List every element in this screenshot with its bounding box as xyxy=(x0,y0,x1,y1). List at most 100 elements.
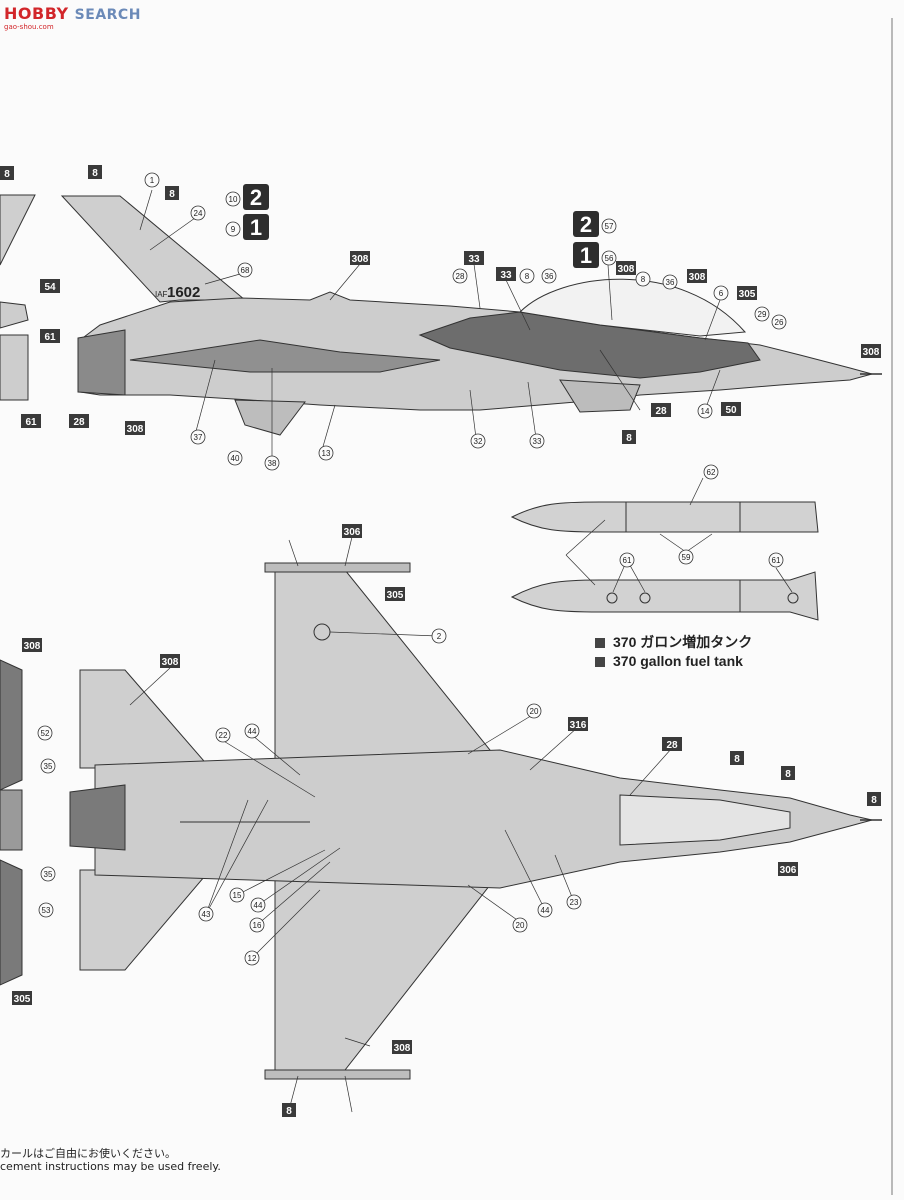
serial-prefix: IAF xyxy=(155,290,168,299)
circle-callout: 16 xyxy=(249,917,265,933)
fuel-tank-views xyxy=(510,501,819,621)
box-callout: 8 xyxy=(0,166,14,180)
svg-text:13: 13 xyxy=(322,449,331,458)
sequence-badge: 1 xyxy=(243,214,269,240)
box-callout: 308 xyxy=(616,261,636,275)
svg-text:6: 6 xyxy=(719,289,724,298)
circle-callout: 8 xyxy=(519,268,535,284)
circle-callout: 20 xyxy=(526,703,542,719)
circle-callout: 15 xyxy=(229,887,245,903)
circle-callout: 20 xyxy=(512,917,528,933)
svg-text:2: 2 xyxy=(437,632,442,641)
partial-planform-mid xyxy=(0,789,23,851)
svg-text:1: 1 xyxy=(150,176,155,185)
svg-text:44: 44 xyxy=(541,906,550,915)
svg-text:308: 308 xyxy=(394,1043,411,1054)
watermark-logo: HOBBY SEARCH xyxy=(4,4,141,23)
svg-text:8: 8 xyxy=(641,275,646,284)
circle-callout: 14 xyxy=(697,403,713,419)
circle-callout: 23 xyxy=(566,894,582,910)
side-tail-fin xyxy=(60,195,247,303)
svg-text:61: 61 xyxy=(25,417,37,428)
svg-text:305: 305 xyxy=(739,289,756,300)
svg-text:61: 61 xyxy=(772,556,781,565)
side-view xyxy=(60,195,882,436)
circle-callout: 9 xyxy=(225,221,241,237)
box-callout: 50 xyxy=(721,402,741,416)
box-callout: 33 xyxy=(464,251,484,265)
svg-text:24: 24 xyxy=(194,209,203,218)
box-callout: 308 xyxy=(350,251,370,265)
box-callout: 305 xyxy=(385,587,405,601)
svg-text:32: 32 xyxy=(474,437,483,446)
svg-text:33: 33 xyxy=(533,437,542,446)
svg-text:43: 43 xyxy=(202,910,211,919)
top-canopy xyxy=(619,794,791,846)
svg-text:15: 15 xyxy=(233,891,242,900)
roundel-2 xyxy=(639,592,651,604)
svg-text:35: 35 xyxy=(44,762,53,771)
svg-text:33: 33 xyxy=(500,270,512,281)
circle-callout: 36 xyxy=(662,274,678,290)
svg-text:36: 36 xyxy=(666,278,675,287)
svg-text:8: 8 xyxy=(734,754,740,765)
box-callout: 306 xyxy=(342,524,362,538)
circle-callout: 62 xyxy=(703,464,719,480)
circle-callout: 28 xyxy=(452,268,468,284)
svg-text:28: 28 xyxy=(73,417,85,428)
svg-text:308: 308 xyxy=(127,424,144,435)
svg-text:57: 57 xyxy=(605,222,614,231)
box-callout: 316 xyxy=(568,717,588,731)
circle-callout: 29 xyxy=(754,306,770,322)
circle-callout: 2 xyxy=(431,628,447,644)
fuel-tank-upper xyxy=(510,501,819,533)
top-wingtip-rail-upper xyxy=(264,562,411,573)
svg-text:50: 50 xyxy=(725,405,737,416)
box-callout: 308 xyxy=(861,344,881,358)
svg-text:8: 8 xyxy=(626,433,632,444)
svg-text:52: 52 xyxy=(41,729,50,738)
svg-text:38: 38 xyxy=(268,459,277,468)
fuel-tank-text-en: 370 gallon fuel tank xyxy=(613,653,743,669)
top-stab-upper xyxy=(79,669,212,769)
circle-callout: 33 xyxy=(529,433,545,449)
fuel-tank-lower xyxy=(510,571,819,621)
box-callout: 33 xyxy=(496,267,516,281)
box-callout: 8 xyxy=(165,186,179,200)
svg-text:33: 33 xyxy=(468,254,480,265)
side-stripe xyxy=(129,339,441,373)
circle-callout: 44 xyxy=(244,723,260,739)
circle-callout: 13 xyxy=(318,445,334,461)
roundel-3 xyxy=(787,592,799,604)
side-ventral-fin xyxy=(234,399,306,436)
svg-text:44: 44 xyxy=(248,727,257,736)
legend-square-icon xyxy=(595,657,605,667)
svg-text:68: 68 xyxy=(241,266,250,275)
svg-text:8: 8 xyxy=(525,272,530,281)
box-callout: 28 xyxy=(662,737,682,751)
svg-text:28: 28 xyxy=(666,740,678,751)
box-callout: 28 xyxy=(651,403,671,417)
svg-text:20: 20 xyxy=(516,921,525,930)
svg-text:53: 53 xyxy=(42,906,51,915)
box-callout: 8 xyxy=(88,165,102,179)
circle-callout: 26 xyxy=(771,314,787,330)
svg-text:28: 28 xyxy=(655,406,667,417)
partial-planform-bottom xyxy=(0,859,23,986)
footer-en: cement instructions may be used freely. xyxy=(0,1160,221,1173)
top-view xyxy=(69,562,882,1080)
svg-text:22: 22 xyxy=(219,731,228,740)
circle-callout: 40 xyxy=(227,450,243,466)
side-intake xyxy=(559,379,641,413)
circle-callout: 44 xyxy=(537,902,553,918)
circle-callout: 6 xyxy=(713,285,729,301)
svg-text:306: 306 xyxy=(344,527,361,538)
box-callout: 308 xyxy=(22,638,42,652)
box-callout: 8 xyxy=(781,766,795,780)
box-callout: 305 xyxy=(12,991,32,1005)
box-callout: 308 xyxy=(160,654,180,668)
partial-tail xyxy=(0,194,36,266)
circle-callout: 56 xyxy=(601,250,617,266)
svg-text:308: 308 xyxy=(689,272,706,283)
svg-text:305: 305 xyxy=(387,590,404,601)
